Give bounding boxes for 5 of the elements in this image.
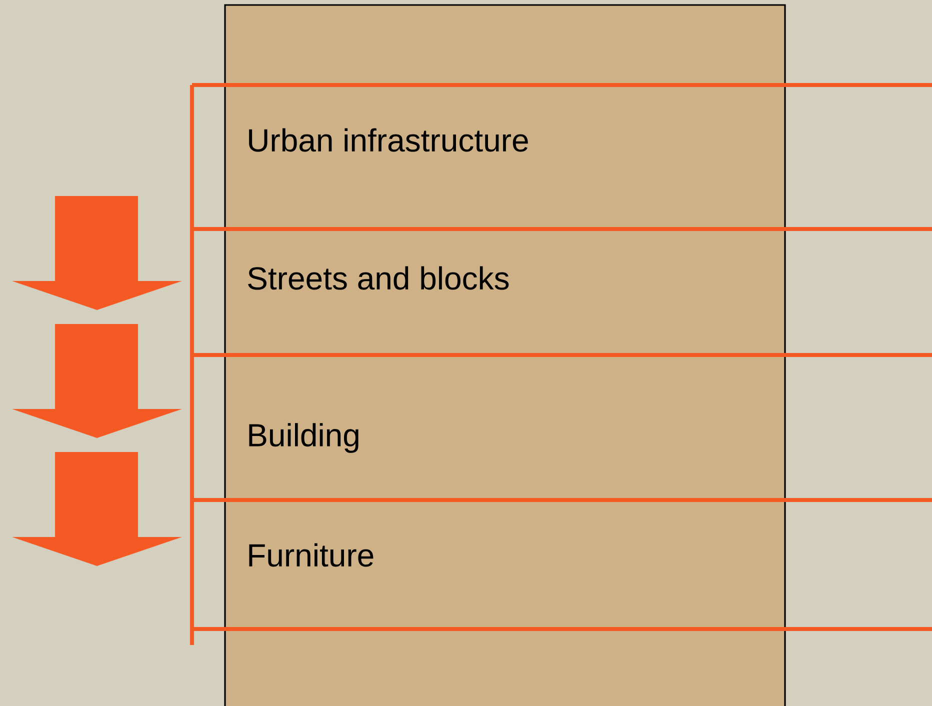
layer-label: Furniture xyxy=(249,543,374,567)
layer-label: Urban infrastructure xyxy=(249,128,528,152)
layer-label: Streets and blocks xyxy=(248,266,509,290)
column-box xyxy=(224,4,786,706)
layer-label: Building xyxy=(249,423,358,453)
